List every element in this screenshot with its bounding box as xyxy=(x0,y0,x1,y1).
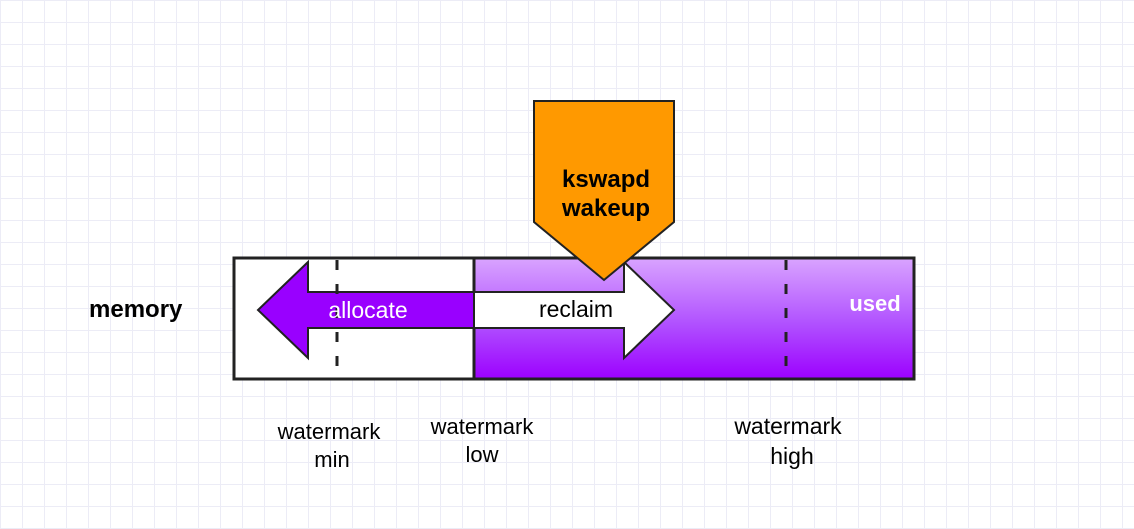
kswapd-label-line1: kswapd xyxy=(562,166,650,193)
allocate-label: allocate xyxy=(328,297,407,323)
watermark-low-label-line2: low xyxy=(465,442,498,467)
allocate-arrow xyxy=(256,259,475,361)
memory-label: memory xyxy=(89,296,183,323)
used-label: used xyxy=(849,291,900,316)
kswapd-label-line2: wakeup xyxy=(561,195,650,222)
watermark-high-label-line1: watermark xyxy=(733,413,842,439)
watermark-min-label-line2: min xyxy=(314,447,349,472)
watermark-min-label-line1: watermark xyxy=(277,419,382,444)
reclaim-label: reclaim xyxy=(539,296,613,322)
kswapd-wakeup-marker xyxy=(533,100,675,282)
watermark-low-label-line1: watermark xyxy=(430,414,535,439)
watermark-high-label-line2: high xyxy=(770,443,813,469)
reclaim-arrow xyxy=(473,259,676,361)
